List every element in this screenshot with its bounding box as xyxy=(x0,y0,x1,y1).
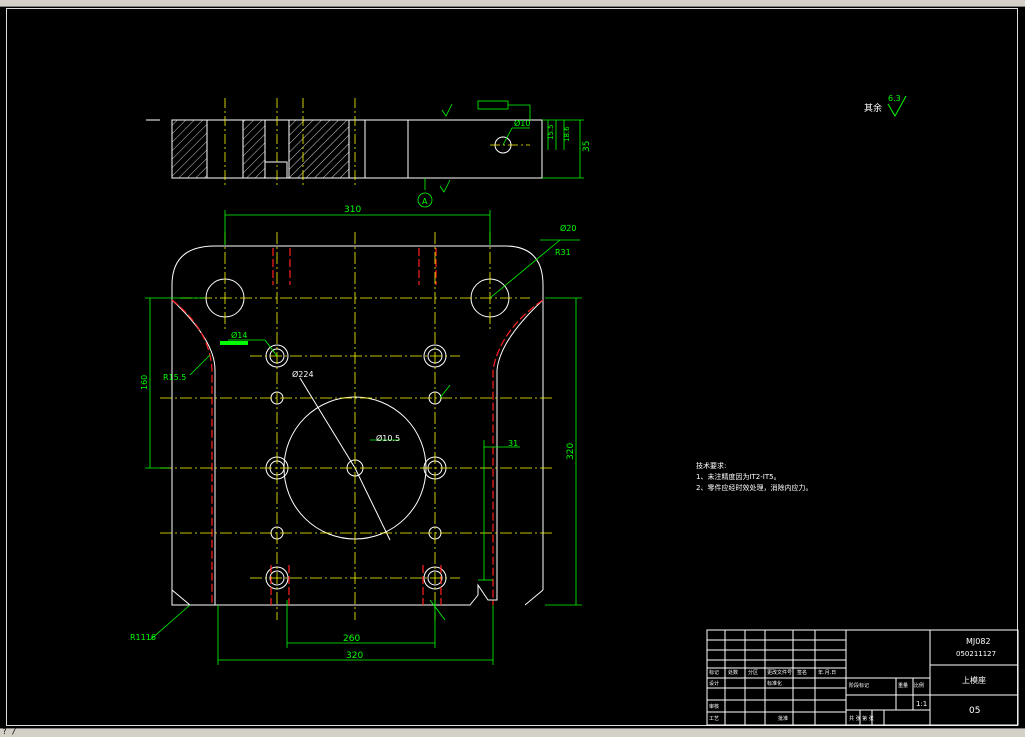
dim-31: 31 xyxy=(508,439,518,448)
title-scale: 1:1 xyxy=(916,700,927,708)
hidden-red-contours xyxy=(171,248,544,605)
hatch-area-1 xyxy=(171,119,208,179)
plate-outline xyxy=(171,245,544,606)
dim-d10: Ø10 xyxy=(514,118,530,128)
tb-sheets: 共 张 第 张 xyxy=(849,715,874,722)
hatch-area-2 xyxy=(242,119,266,179)
plan-centerlines xyxy=(160,232,555,620)
tech-item-1: 1、未注精度因为IT2-IT5。 xyxy=(696,472,781,481)
status-bar: ? / xyxy=(0,728,1025,737)
tb-ratio: 比例 xyxy=(914,682,924,689)
section-outline xyxy=(171,119,543,179)
tb-h-sign: 签名 xyxy=(797,669,807,676)
tb-h-zone: 分区 xyxy=(748,669,758,676)
other-roughness-value: 6.3 xyxy=(888,94,901,103)
dim-d224: Ø224 xyxy=(292,369,314,379)
dim-top-thick: 35 xyxy=(582,141,592,152)
bushing-slot xyxy=(264,161,288,179)
tb-stage: 阶段标记 xyxy=(849,682,869,689)
status-text: ? / xyxy=(2,727,17,736)
dim-r31: R31 xyxy=(555,248,571,257)
section-view xyxy=(146,119,543,179)
tb-approve: 批准 xyxy=(778,715,788,722)
tb-h-mark: 标记 xyxy=(709,669,719,676)
title-number: 050211127 xyxy=(956,650,996,658)
hatch-area-3 xyxy=(288,119,350,179)
plan-dimensions xyxy=(145,210,582,665)
dim-d20: Ø20 xyxy=(560,223,576,233)
dim-260: 260 xyxy=(343,634,360,644)
dim-d105: Ø10.5 xyxy=(376,433,400,443)
dim-r1116: R1116 xyxy=(130,633,156,642)
tech-title: 技术要求: xyxy=(696,461,726,470)
dim-320-horiz: 320 xyxy=(346,651,363,661)
title-sheet: 05 xyxy=(969,706,980,716)
title-code: MJ082 xyxy=(966,637,991,646)
tb-process: 工艺 xyxy=(709,716,719,722)
roughness-symbol xyxy=(887,95,907,118)
dim-small-2: 18.6 xyxy=(563,126,571,142)
plan-view xyxy=(171,245,544,606)
tb-h-count: 处数 xyxy=(728,669,738,676)
tb-h-date: 年.月.日 xyxy=(818,669,836,676)
dim-small-1: 15.5 xyxy=(547,124,555,140)
tb-designer: 设计 xyxy=(709,680,719,687)
window-top-bar xyxy=(0,0,1025,7)
tech-item-2: 2、零件应经时效处理，消除内应力。 xyxy=(696,483,812,492)
tb-weight: 重量 xyxy=(898,682,908,689)
title-part-name: 上模座 xyxy=(962,675,986,685)
d14-leader-mark xyxy=(220,341,248,345)
section-dimensions xyxy=(417,100,584,208)
section-centerlines xyxy=(224,98,530,188)
dim-160: 160 xyxy=(140,375,149,390)
dim-r155: R15.5 xyxy=(163,373,186,382)
tb-review: 审核 xyxy=(709,703,719,710)
drawing-frame xyxy=(6,8,1018,726)
dim-310: 310 xyxy=(344,205,361,215)
plate-left-contour xyxy=(171,299,216,605)
dim-d14: Ø14 xyxy=(231,330,247,340)
title-block xyxy=(706,629,1019,726)
tb-h-doc: 更改文件号 xyxy=(767,669,792,676)
dim-320-vert: 320 xyxy=(566,443,576,460)
other-roughness-label: 其余 xyxy=(864,102,882,114)
tb-standard: 标准化 xyxy=(767,680,782,687)
section-label-a: A xyxy=(422,197,428,206)
